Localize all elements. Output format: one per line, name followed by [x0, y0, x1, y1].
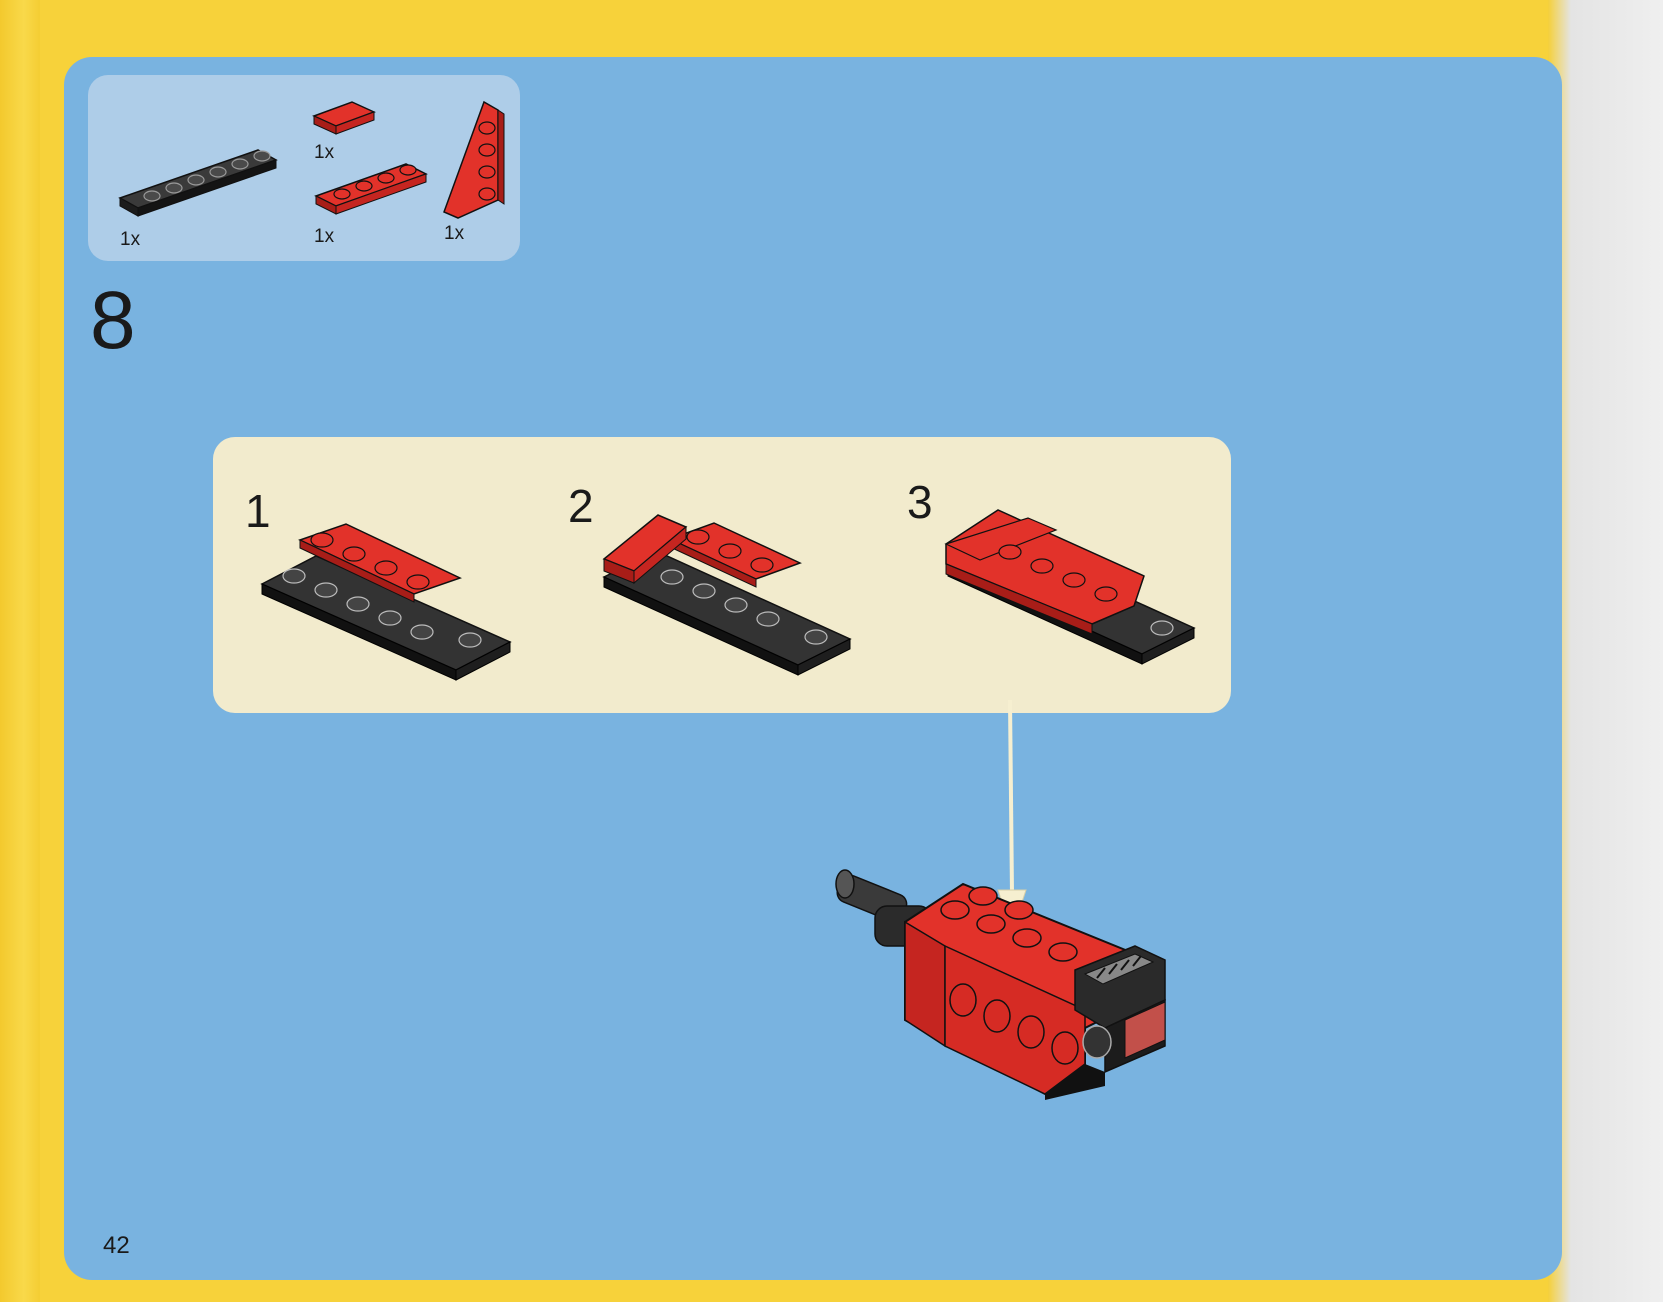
page-number: 42	[103, 1232, 130, 1259]
step-number: 8	[90, 275, 136, 366]
substep-3-illustration	[944, 509, 1196, 665]
substep-number: 3	[907, 476, 933, 528]
plate-1x4-icon	[314, 163, 428, 215]
plate-1x6-icon	[118, 149, 278, 217]
page-edge-right	[1548, 0, 1663, 1302]
parts-list-box	[88, 75, 520, 261]
tile-1x2-icon	[312, 101, 376, 135]
qty-label: 1x	[120, 229, 141, 250]
substep-number: 1	[245, 485, 271, 537]
qty-label: 1x	[444, 223, 465, 244]
substep-number: 2	[568, 480, 594, 532]
wedge-plate-icon	[443, 100, 505, 219]
car-model-illustration	[835, 869, 1166, 1100]
qty-label: 1x	[314, 142, 335, 163]
substep-2-illustration	[602, 514, 852, 676]
substep-1-illustration	[260, 523, 512, 681]
qty-label: 1x	[314, 226, 335, 247]
page-edge-left	[0, 0, 40, 1302]
